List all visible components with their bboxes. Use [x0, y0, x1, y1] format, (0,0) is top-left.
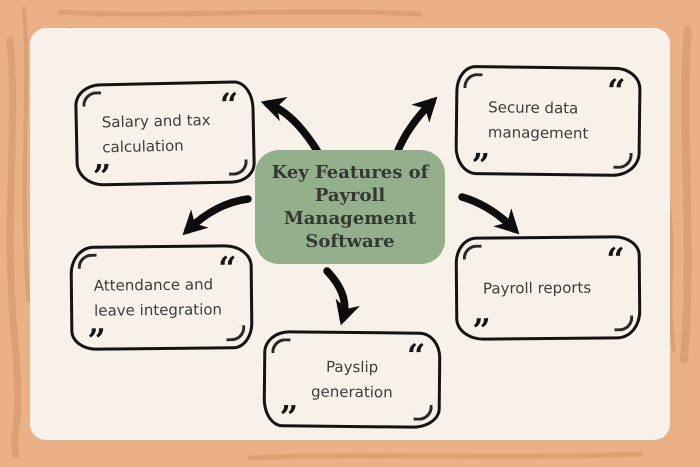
- feature-label-payroll-reports: Payroll reports: [482, 278, 592, 298]
- feature-label-salary-tax: Salary and tax calculation: [101, 110, 211, 156]
- feature-box-salary-tax: “ ” Salary and tax calculation: [73, 80, 257, 196]
- feature-box-payslip: “ ” Payslip generation: [262, 330, 442, 436]
- feature-label-secure-data: Secure data management: [487, 98, 589, 143]
- feature-label-attendance-leave: Attendance and leave integration: [93, 275, 223, 320]
- arrow-to-salary-box: [260, 96, 322, 156]
- open-quote-icon: “: [406, 336, 426, 375]
- close-quote-icon: ”: [472, 311, 491, 350]
- arrow-to-payslip-box: [323, 267, 361, 326]
- close-quote-icon: ”: [279, 398, 299, 437]
- feature-box-secure-data: “ ” Secure data management: [454, 64, 642, 184]
- arrow-to-reports-box: [458, 193, 520, 235]
- open-quote-icon: “: [218, 249, 237, 288]
- close-quote-icon: ”: [471, 146, 491, 185]
- arrow-to-attendance-box: [182, 195, 252, 236]
- open-quote-icon: “: [606, 71, 626, 110]
- close-quote-icon: ”: [87, 321, 107, 360]
- arrow-to-secure-box: [393, 96, 438, 157]
- open-quote-icon: “: [606, 240, 625, 279]
- feature-box-attendance-leave: “ ” Attendance and leave integration: [69, 244, 254, 360]
- feature-label-payslip: Payslip generation: [310, 357, 393, 401]
- open-quote-icon: “: [219, 85, 239, 124]
- close-quote-icon: ”: [92, 157, 112, 196]
- feature-box-payroll-reports: “ ” Payroll reports: [454, 235, 642, 350]
